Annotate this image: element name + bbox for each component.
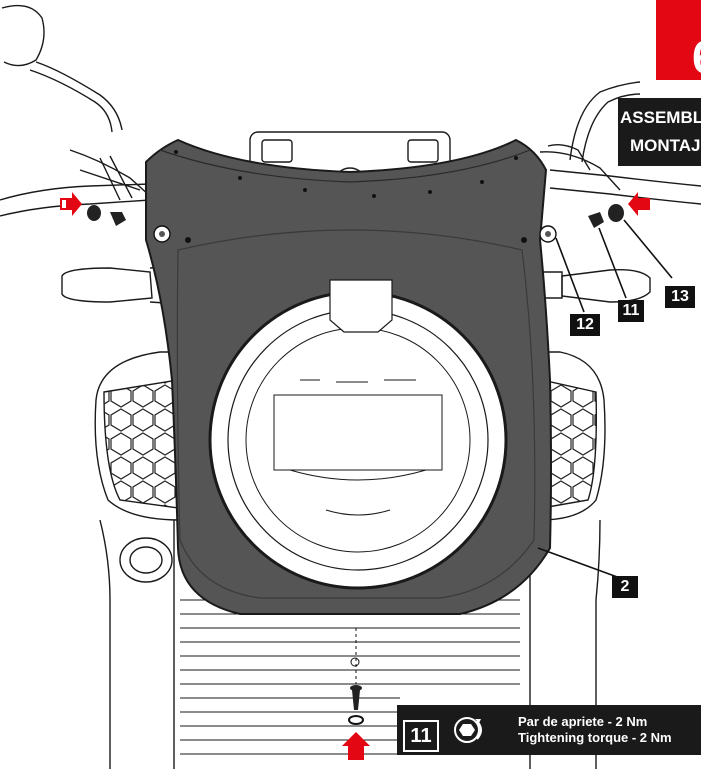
leader-12 [555,237,585,313]
bottom-washer [348,715,364,725]
title-line-2: MONTAJE [630,136,701,155]
right-screw [588,212,604,228]
left-grille [103,379,179,509]
right-indicator [561,268,651,303]
hardware [87,204,624,725]
leader-lines [537,219,673,579]
callout-2: 2 [612,576,638,598]
left-indicator [61,267,153,303]
left-plug [87,205,101,221]
torque-text-en: Tightening torque - 2 Nm [518,730,672,745]
callout-13: 13 [665,286,695,308]
torque-text-es: Par de apriete - 2 Nm [518,714,648,729]
red-arrow-icon [342,732,370,760]
right-mirror [569,81,641,161]
callout-11: 11 [618,300,644,322]
leader-2 [537,547,621,579]
step-badge: 6 [656,0,701,83]
callout-12: 12 [570,314,600,336]
red-arrow-icon [60,192,82,216]
motorcycle-outline [0,4,701,769]
headlight [208,279,508,590]
red-arrow-icon [628,192,650,216]
step-number: 6 [692,30,701,84]
wrench-icon [454,717,482,743]
right-grille [541,379,598,509]
title-line-1: ASSEMBLY [620,108,701,127]
torque-spec: 11 Par de apriete - 2 Nm Tightening torq… [397,705,701,755]
bottom-screw [352,690,360,710]
right-shroud [539,351,606,521]
left-screw [110,212,126,226]
leader-11 [598,227,627,299]
left-mirror [1,4,45,67]
left-shroud [94,351,181,521]
right-plug [608,204,624,222]
leader-13 [623,219,673,279]
title-band: ASSEMBLY MONTAJE [618,98,701,166]
torque-part-ref: 11 [403,720,439,752]
